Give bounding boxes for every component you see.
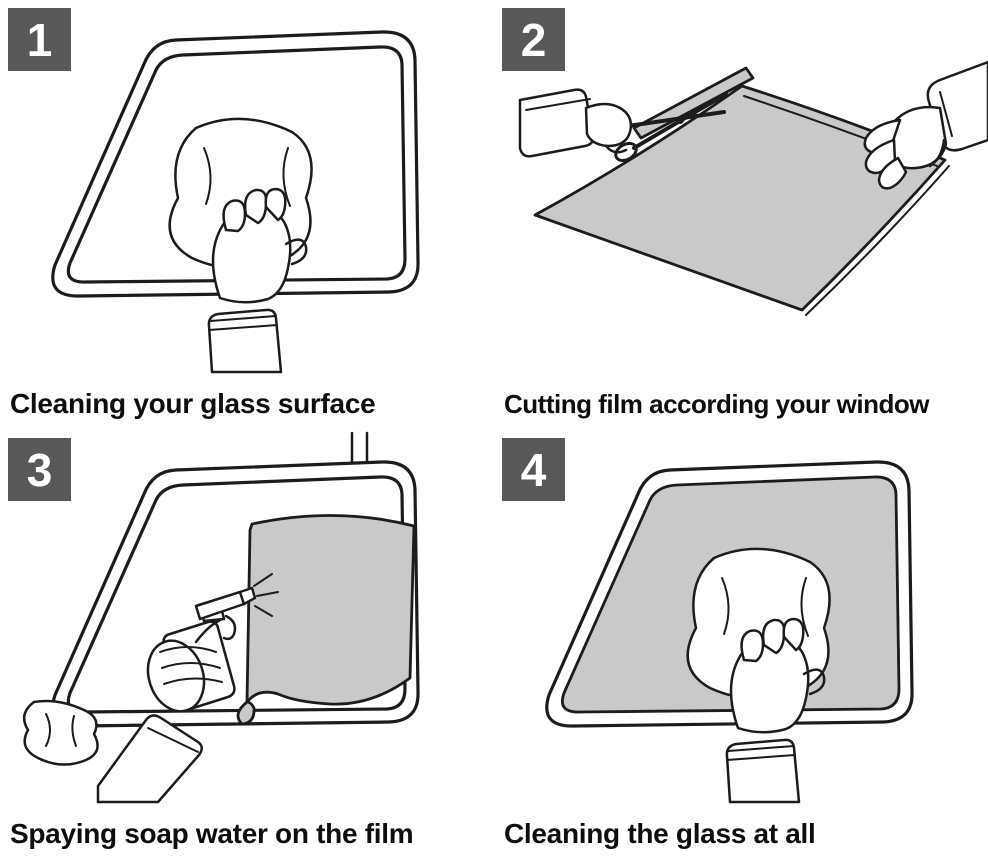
left-hand-holding-scissors [518,88,633,158]
illustration-step-2-cutting-film [518,60,988,316]
window-channel [350,431,369,464]
panel-step-4: 4 Cleaning the glass at all [494,430,988,860]
film-curl [236,700,256,726]
arm-sleeve [96,714,203,804]
hand [729,617,826,734]
step-number: 3 [26,443,53,496]
right-hand-holding-film [863,60,988,190]
spray-mist [253,573,279,617]
step-number: 4 [520,443,547,496]
arm-sleeve [207,308,283,374]
hand-with-cloth [686,547,831,804]
hand [211,187,308,304]
step-caption: Spaying soap water on the film [10,818,414,849]
hand-holding-bottle [146,618,223,713]
step-number-badge: 2 [502,8,565,71]
step-number-badge: 3 [8,438,71,501]
spray-trigger [222,614,237,641]
cloth [22,699,99,766]
step-caption: Cutting film according your window [504,389,930,419]
arm-sleeve [725,738,801,804]
illustration-step-4-cleaning-tinted-glass [545,460,914,804]
tint-film [236,514,416,726]
index-finger [194,618,222,644]
panel-step-3: 3 Spaying soap water on the film [0,430,494,860]
step-number-badge: 4 [502,438,565,501]
step-caption: Cleaning the glass at all [504,818,816,849]
panel-step-1: 1 Cleaning your glass surface [0,0,494,430]
panel-step-2: 2 Cutting film according your window [494,0,988,430]
illustration-step-3-spraying-film [22,431,420,804]
step-caption: Cleaning your glass surface [10,388,376,419]
step-number: 2 [520,13,547,66]
illustration-step-1-cleaning-glass [51,30,420,374]
step-number: 1 [26,13,53,66]
step-number-badge: 1 [8,8,71,71]
